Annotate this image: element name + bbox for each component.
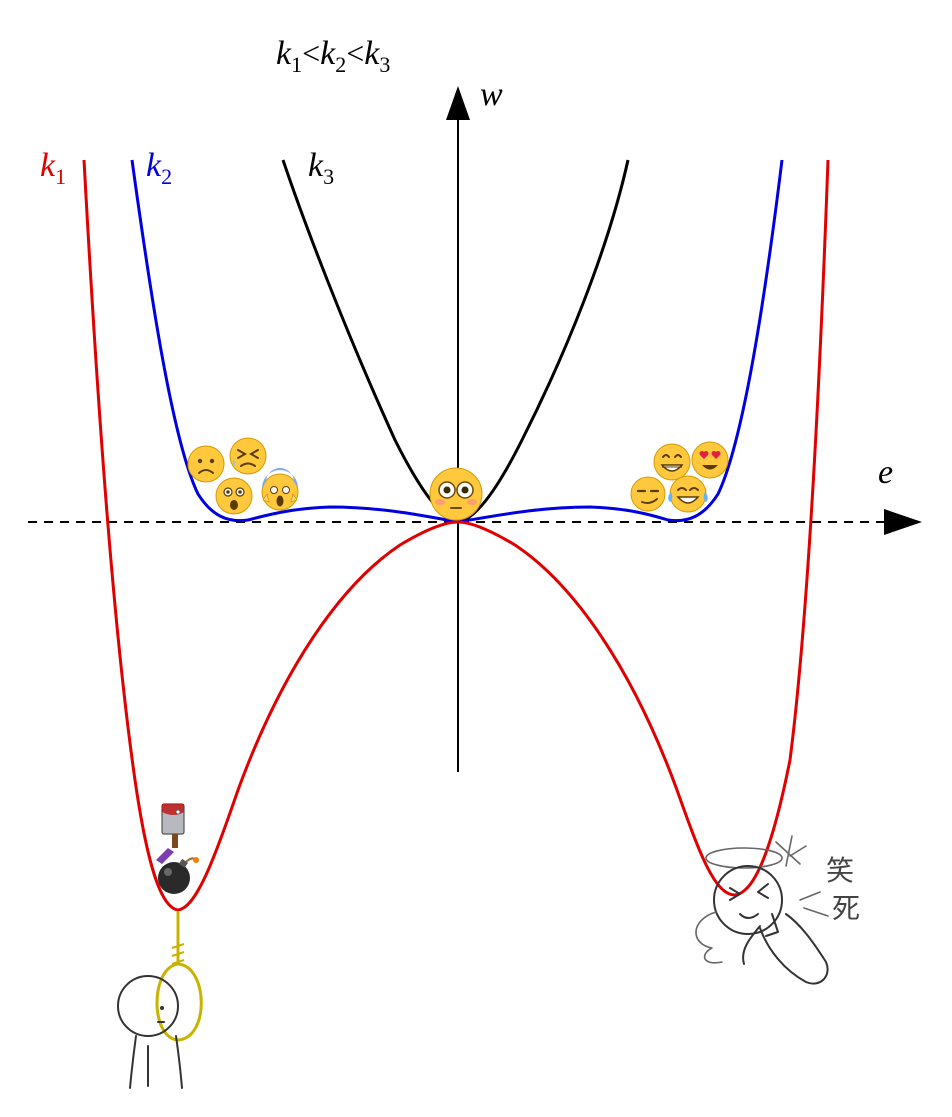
- persevering-face-icon: [229, 437, 267, 475]
- curve-label-k2: k2: [146, 147, 172, 189]
- astonished-face-icon: [215, 477, 253, 515]
- curve-label-k3: k3: [308, 147, 334, 189]
- flushed-face-icon: [429, 467, 483, 521]
- x-axis-arrow-icon: [884, 509, 922, 535]
- smirking-face-icon: [630, 476, 666, 512]
- right-well-emojis: [630, 441, 729, 513]
- tears-of-joy-face-icon: [668, 475, 708, 513]
- curve-k1: [82, 159, 830, 912]
- x-axis-label: e: [878, 454, 893, 491]
- curves: [82, 159, 830, 912]
- noose-stickman-icon: [117, 912, 203, 1089]
- y-axis-arrow-icon: [446, 86, 470, 120]
- y-axis-label: w: [480, 76, 503, 113]
- axes: e w: [28, 76, 922, 772]
- frowning-face-icon: [187, 445, 225, 483]
- heart-eyes-face-icon: [691, 441, 729, 479]
- side-char-2: 死: [832, 892, 860, 925]
- bomb-icon: [158, 857, 199, 894]
- screaming-face-icon: [261, 468, 299, 511]
- grinning-face-icon: [653, 443, 691, 481]
- left-well-emojis: [187, 437, 299, 515]
- cleaver-icon: [156, 803, 185, 864]
- side-char-1: 笑: [826, 854, 854, 887]
- condition-label: k1<k2<k3: [276, 35, 390, 77]
- curve-label-k1: k1: [40, 147, 66, 189]
- angel-stickman-icon: [695, 835, 829, 985]
